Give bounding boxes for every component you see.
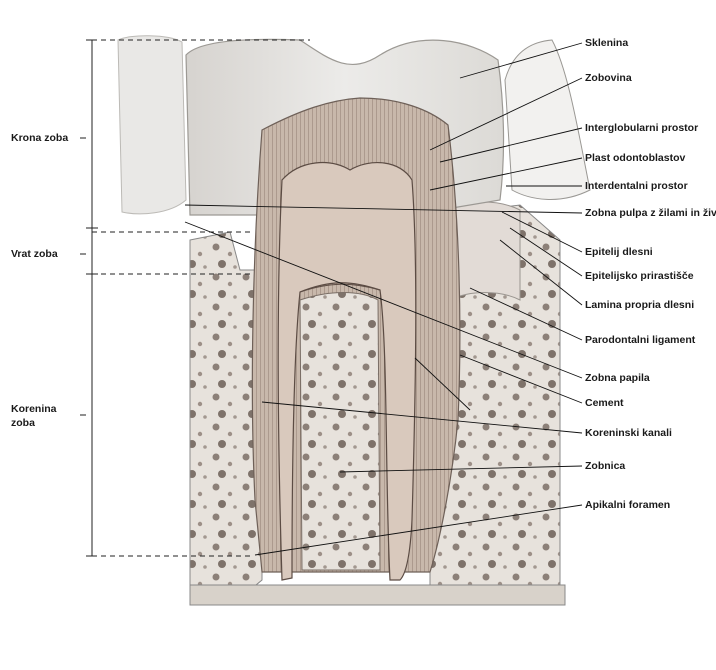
label-zobovina: Zobovina — [585, 72, 632, 84]
label-zobna-pulpa: Zobna pulpa z žilami in živci — [585, 207, 716, 219]
region-neck-label: Vrat zoba — [11, 247, 58, 261]
label-cement: Cement — [585, 397, 624, 409]
region-root-label-line2: zoba — [11, 416, 57, 430]
region-root-label: Korenina zoba — [11, 402, 57, 430]
label-interdentalni-prostor: Interdentalni prostor — [585, 180, 688, 192]
label-zobnica: Zobnica — [585, 460, 625, 472]
label-epitelij-dlesni: Epitelij dlesni — [585, 246, 653, 258]
region-brackets — [80, 40, 98, 556]
label-epitelijsko-prirastisce: Epitelijsko prirastišče — [585, 270, 694, 282]
label-sklenina: Sklenina — [585, 37, 628, 49]
label-koreninski-kanali: Koreninski kanali — [585, 427, 672, 439]
label-lamina-propria: Lamina propria dlesni — [585, 299, 694, 311]
alveolar-bone — [190, 232, 262, 600]
region-root-label-line1: Korenina — [11, 402, 57, 416]
label-parodontalni-ligament: Parodontalni ligament — [585, 334, 695, 346]
adjacent-tooth-right — [505, 40, 590, 199]
label-interglobularni-prostor: Interglobularni prostor — [585, 122, 698, 134]
adjacent-tooth-left — [118, 36, 186, 214]
label-zobna-papila: Zobna papila — [585, 372, 650, 384]
region-crown-label: Krona zoba — [11, 131, 68, 145]
label-apikalni-foramen: Apikalni foramen — [585, 499, 670, 511]
label-plast-odontoblastov: Plast odontoblastov — [585, 152, 685, 164]
